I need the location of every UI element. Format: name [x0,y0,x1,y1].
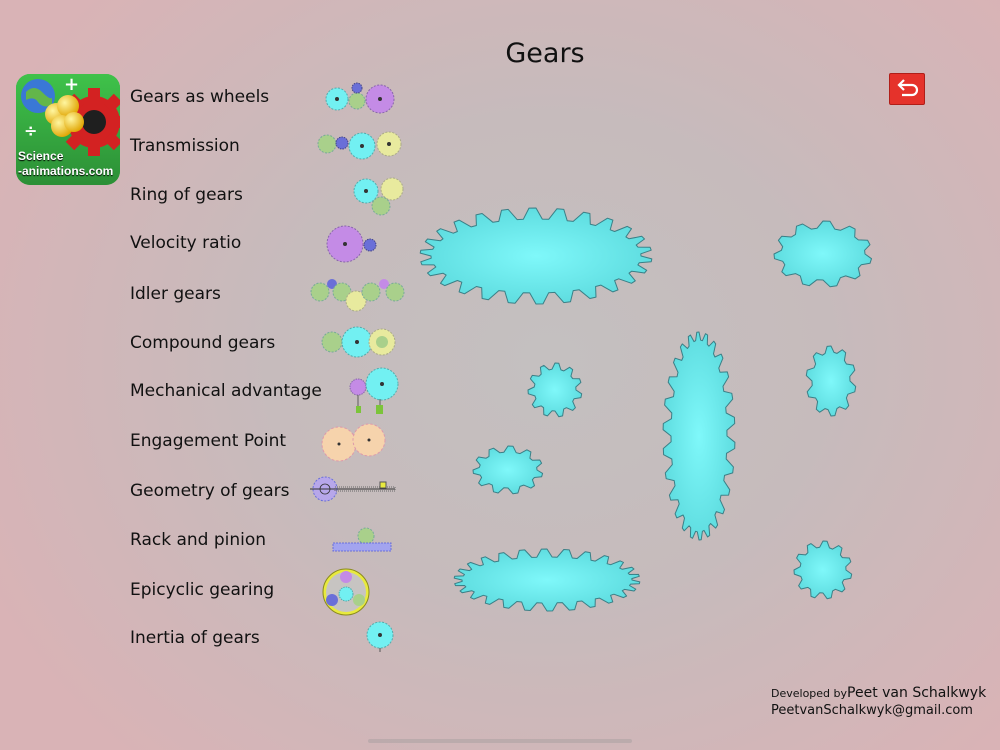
menu-item-label: Engagement Point [130,431,287,451]
cyan-gear-shape [793,540,853,600]
cyan-gear-shape [527,362,583,418]
science-animations-logo-icon: + ÷ [16,74,120,185]
page-title: Gears [505,38,585,69]
developed-by-label: Developed by [771,687,848,700]
menu-item-label: Inertia of gears [130,628,260,648]
menu-item-label: Rack and pinion [130,530,267,550]
rack-and-pinion-thumbnail-icon [332,527,392,552]
developer-email[interactable]: PeetvanSchalkwyk@gmail.com [771,703,973,718]
transmission-thumbnail-icon [317,131,402,160]
engagement-point-thumbnail-icon [321,423,386,462]
epicyclic-gearing-thumbnail-icon [322,568,370,616]
menu-item-velocity-ratio[interactable]: Velocity ratio [0,225,410,265]
home-indicator [368,739,632,743]
menu-item-label: Compound gears [130,333,276,353]
cyan-gear-shape [662,331,736,541]
menu-item-label: Transmission [130,136,240,156]
menu-item-label: Epicyclic gearing [130,580,275,600]
menu-item-label: Velocity ratio [130,233,242,253]
menu-item-label: Ring of gears [130,185,243,205]
menu-item-epicyclic-gearing[interactable]: Epicyclic gearing [0,566,410,616]
ring-of-gears-thumbnail-icon [353,177,404,216]
cyan-gear-shape [805,345,857,417]
menu-item-label: Geometry of gears [130,481,290,501]
developer-credit: Developed byPeet van Schalkwyk PeetvanSc… [771,682,986,718]
menu-item-inertia-of-gears[interactable]: Inertia of gears [0,620,410,660]
cyan-gear-shape [453,548,641,612]
cyan-gear-shape [773,220,872,288]
svg-text:÷: ÷ [24,121,37,140]
geometry-of-gears-thumbnail-icon [310,476,396,502]
cyan-gear-shape [419,207,653,305]
app-logo: + ÷ Science -animations.com [16,74,120,185]
menu-item-ring-of-gears[interactable]: Ring of gears [0,177,410,217]
menu-item-gears-as-wheels[interactable]: Gears as wheels [0,79,410,119]
menu-item-rack-and-pinion[interactable]: Rack and pinion [0,522,410,562]
menu-item-label: Mechanical advantage [130,381,322,401]
back-button[interactable] [889,73,925,105]
menu-item-label: Idler gears [130,284,221,304]
menu-item-geometry-of-gears[interactable]: Geometry of gears [0,473,410,513]
mechanical-advantage-thumbnail-icon [349,367,399,414]
logo-text-line2: -animations.com [18,164,114,178]
logo-text-line1: Science [18,149,64,163]
idler-gears-thumbnail-icon [310,279,405,312]
menu-item-mechanical-advantage[interactable]: Mechanical advantage [0,367,410,414]
menu-item-transmission[interactable]: Transmission [0,128,410,168]
velocity-ratio-thumbnail-icon [326,225,377,263]
developer-name: Peet van Schalkwyk [847,685,987,701]
compound-gears-thumbnail-icon [321,326,396,358]
return-arrow-icon [897,79,919,97]
menu-item-engagement-point[interactable]: Engagement Point [0,423,410,463]
gears-as-wheels-thumbnail-icon [325,82,395,114]
inertia-of-gears-thumbnail-icon [366,621,394,652]
menu-item-idler-gears[interactable]: Idler gears [0,276,410,316]
menu-item-compound-gears[interactable]: Compound gears [0,325,410,365]
cyan-gear-shape [472,445,544,495]
svg-text:+: + [64,74,79,95]
menu-item-label: Gears as wheels [130,87,270,107]
